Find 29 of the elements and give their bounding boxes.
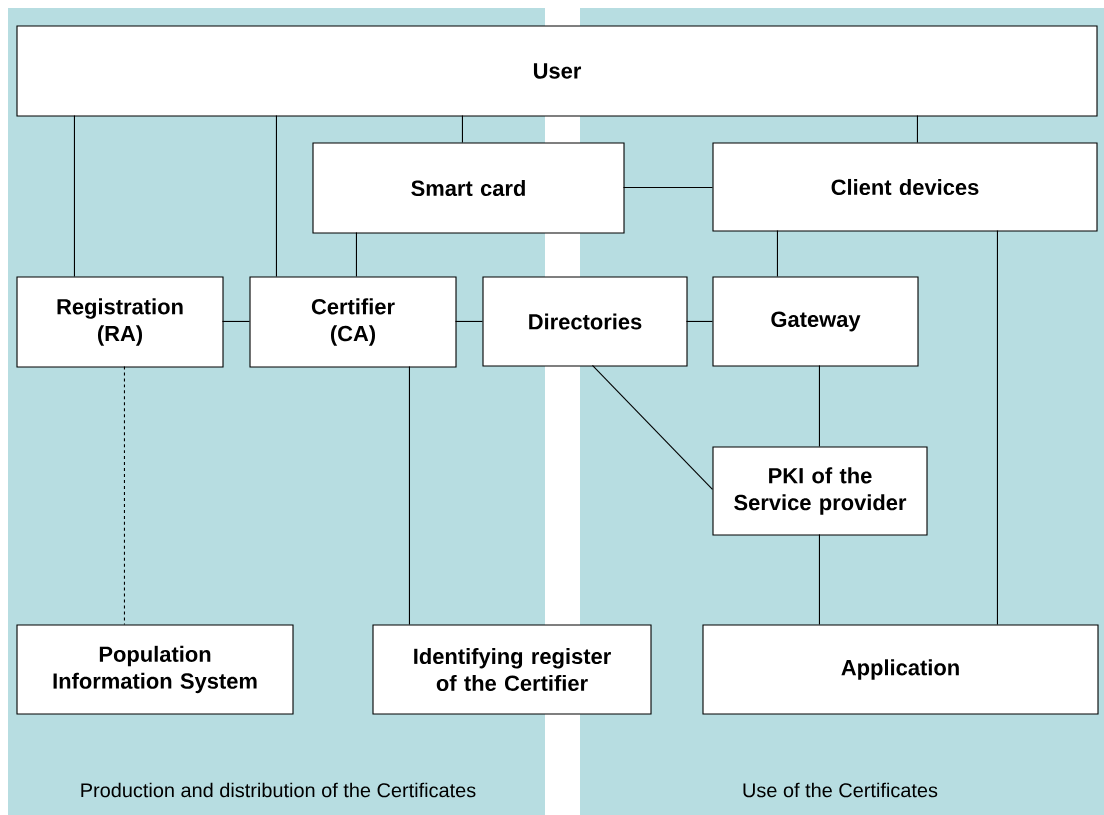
connector-line	[818, 364, 820, 447]
connector-line	[818, 533, 820, 625]
connector-line	[996, 229, 998, 625]
connector-line	[454, 320, 483, 322]
process-box: Directories	[482, 276, 688, 367]
process-box: Smart card	[312, 142, 625, 234]
process-box: Registration (RA)	[16, 276, 224, 368]
connector-line	[355, 231, 357, 277]
connector-line	[591, 364, 713, 490]
panel-caption: Production and distribution of the Certificates	[81, 782, 476, 798]
connector-line	[123, 365, 125, 625]
process-box: Gateway	[712, 276, 919, 367]
process-box: PKI of the Service provider	[712, 446, 928, 536]
connector-line	[408, 365, 410, 625]
connector-line	[916, 114, 918, 143]
process-box: Identifying register of the Certifier	[372, 624, 652, 715]
connector-line	[461, 114, 463, 143]
process-box: Application	[702, 624, 1099, 715]
panel-caption: Use of the Certificates	[743, 782, 938, 798]
connector-line	[685, 320, 713, 322]
connector-line	[776, 229, 778, 277]
process-box: User	[16, 25, 1098, 117]
process-box: Population Information System	[16, 624, 294, 715]
connector-line	[622, 186, 713, 188]
connector-line	[221, 320, 250, 322]
process-box: Certifier (CA)	[249, 276, 457, 368]
connector-line	[275, 114, 277, 277]
connector-line	[73, 114, 75, 277]
process-box: Client devices	[712, 142, 1098, 232]
